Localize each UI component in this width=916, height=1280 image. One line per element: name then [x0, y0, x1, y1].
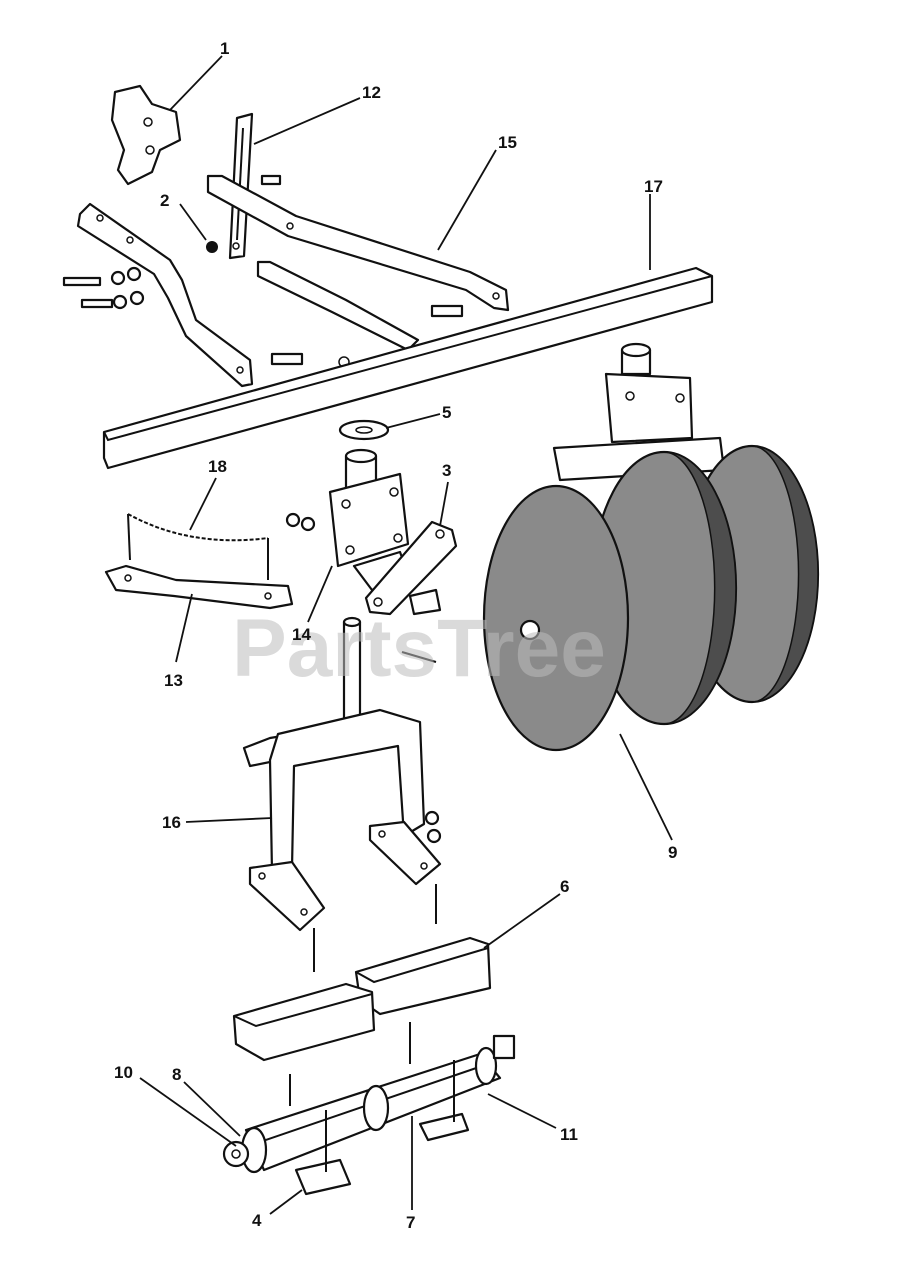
- left-fasteners: [62, 266, 145, 310]
- callout-11: 11: [560, 1125, 578, 1144]
- callout-16: 16: [162, 813, 181, 832]
- callout-15: 15: [498, 133, 517, 152]
- part-bearing-blocks-6: [232, 936, 492, 1062]
- callout-18: 18: [208, 457, 227, 476]
- part-lower-beam: [256, 260, 420, 352]
- callout-4: 4: [252, 1211, 262, 1230]
- callout-5: 5: [442, 403, 451, 422]
- callout-6: 6: [560, 877, 569, 896]
- part-link-3: [364, 520, 458, 616]
- callout-14: 14: [292, 625, 311, 644]
- part-chain-18: [127, 513, 269, 542]
- leader-lines: [139, 55, 673, 1215]
- callout-2: 2: [160, 191, 169, 210]
- part-beam-15: [206, 174, 510, 312]
- part-nut-2: [206, 241, 218, 253]
- callout-12: 12: [362, 83, 381, 102]
- callout-labels: 1 2 3 4 5 6 7 8 9 10 11 12 13 14 15 16 1…: [114, 39, 677, 1232]
- part-axle-assembly: [222, 1022, 516, 1196]
- part-yoke-16: [242, 616, 442, 932]
- part-bracket-1: [110, 84, 182, 186]
- callout-13: 13: [164, 671, 183, 690]
- callout-8: 8: [172, 1065, 181, 1084]
- part-cotter-pin: [401, 651, 437, 663]
- callout-10: 10: [114, 1063, 133, 1082]
- callout-1: 1: [220, 39, 229, 58]
- callout-17: 17: [644, 177, 663, 196]
- part-disc-gang-9: [482, 342, 820, 752]
- callout-7: 7: [406, 1213, 415, 1232]
- callout-3: 3: [442, 461, 451, 480]
- watermark: PartsTree: [232, 603, 606, 694]
- callout-9: 9: [668, 843, 677, 862]
- part-lever-13: [104, 564, 294, 610]
- part-left-beam: [76, 202, 254, 388]
